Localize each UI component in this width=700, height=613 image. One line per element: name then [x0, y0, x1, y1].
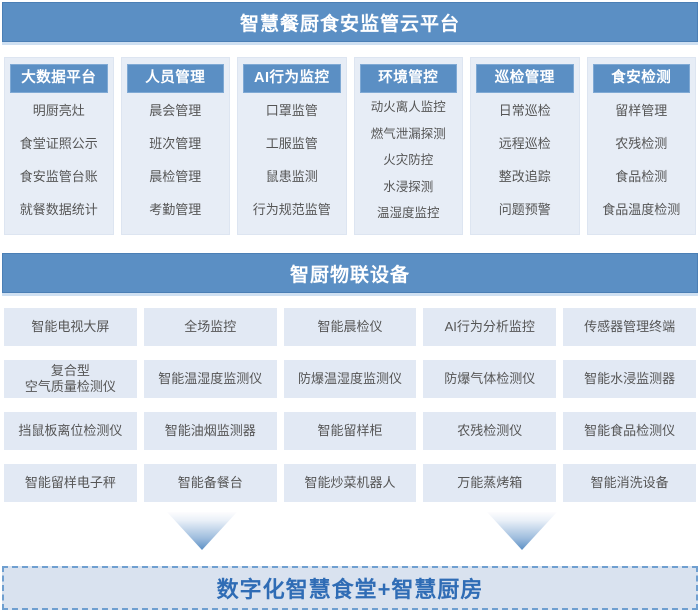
module-item[interactable]: 考勤管理 [149, 202, 202, 218]
module-item[interactable]: 农残检测 [615, 136, 668, 152]
module-item[interactable]: 火灾防控 [383, 153, 434, 168]
module-item[interactable]: 食堂证照公示 [19, 136, 98, 152]
module-panel-environment[interactable]: 环境管控 动火离人监控 燃气泄漏探测 火灾防控 水浸探测 温湿度监控 [353, 57, 463, 235]
module-item-list-big-data: 明厨亮灶 食堂证照公示 食安监管台账 就餐数据统计 [10, 93, 108, 227]
module-item-list-inspection: 日常巡检 远程巡检 整改追踪 问题预警 [476, 93, 574, 227]
device-cell[interactable]: 智能留样电子秤 [4, 464, 137, 502]
device-cell[interactable]: 挡鼠板离位检测仪 [4, 412, 137, 450]
module-item[interactable]: 就餐数据统计 [19, 202, 98, 218]
device-cell[interactable]: 防爆温湿度监测仪 [283, 360, 417, 398]
device-grid: 智能电视大屏 全场监控 智能晨检仪 AI行为分析监控 传感器管理终端 复合型 空… [4, 308, 696, 502]
result-banner: 数字化智慧食堂+智慧厨房 [2, 566, 698, 610]
module-item[interactable]: 工服监管 [265, 136, 318, 152]
module-panel-ai-behavior[interactable]: AI行为监控 口罩监管 工服监管 鼠患监测 行为规范监管 [237, 57, 347, 235]
module-item[interactable]: 温湿度监控 [376, 205, 440, 220]
down-arrow-icon [487, 512, 557, 550]
module-panel-big-data[interactable]: 大数据平台 明厨亮灶 食堂证照公示 食安监管台账 就餐数据统计 [4, 57, 114, 235]
module-header-ai-behavior[interactable]: AI行为监控 [243, 64, 341, 93]
module-item[interactable]: 留样管理 [615, 103, 668, 119]
module-item[interactable]: 问题预警 [498, 202, 551, 218]
module-item-list-environment: 动火离人监控 燃气泄漏探测 火灾防控 水浸探测 温湿度监控 [360, 93, 458, 227]
module-item[interactable]: 日常巡检 [498, 103, 551, 119]
module-item[interactable]: 班次管理 [149, 136, 202, 152]
platform-section-title: 智慧餐厨食安监管云平台 [239, 13, 460, 35]
module-header-big-data[interactable]: 大数据平台 [10, 64, 108, 93]
module-item[interactable]: 食安监管台账 [19, 169, 98, 185]
module-item[interactable]: 晨会管理 [149, 103, 202, 119]
device-cell[interactable]: 智能备餐台 [143, 464, 277, 502]
module-item[interactable]: 燃气泄漏探测 [370, 126, 446, 141]
module-item[interactable]: 动火离人监控 [370, 100, 446, 115]
device-cell[interactable]: 传感器管理终端 [563, 308, 696, 346]
device-cell[interactable]: 智能食品检测仪 [563, 412, 696, 450]
device-cell[interactable]: 智能温湿度监测仪 [143, 360, 277, 398]
module-header-inspection[interactable]: 巡检管理 [476, 64, 574, 93]
module-item[interactable]: 食品温度检测 [602, 202, 681, 218]
module-header-environment[interactable]: 环境管控 [359, 64, 457, 93]
module-header-food-safety[interactable]: 食安检测 [592, 64, 690, 93]
device-cell[interactable]: AI行为分析监控 [423, 308, 557, 346]
device-cell[interactable]: 智能电视大屏 [4, 308, 137, 346]
module-item[interactable]: 整改追踪 [498, 169, 551, 185]
device-header-underline [2, 293, 698, 296]
module-item[interactable]: 远程巡检 [498, 136, 551, 152]
device-section-header: 智厨物联设备 [2, 253, 698, 293]
module-panel-food-safety[interactable]: 食安检测 留样管理 农残检测 食品检测 食品温度检测 [586, 57, 696, 235]
platform-header-underline [2, 42, 698, 45]
device-cell[interactable]: 智能晨检仪 [283, 308, 417, 346]
module-item[interactable]: 口罩监管 [265, 103, 318, 119]
device-cell[interactable]: 智能消洗设备 [563, 464, 696, 502]
module-item[interactable]: 明厨亮灶 [32, 103, 85, 119]
module-item[interactable]: 食品检测 [615, 169, 668, 185]
module-item-list-ai-behavior: 口罩监管 工服监管 鼠患监测 行为规范监管 [243, 93, 341, 227]
result-banner-text: 数字化智慧食堂+智慧厨房 [216, 577, 484, 602]
module-panel-inspection[interactable]: 巡检管理 日常巡检 远程巡检 整改追踪 问题预警 [470, 57, 580, 235]
device-cell[interactable]: 智能水浸监测器 [563, 360, 696, 398]
module-header-personnel[interactable]: 人员管理 [126, 64, 224, 93]
device-cell[interactable]: 智能留样柜 [283, 412, 417, 450]
device-cell[interactable]: 全场监控 [143, 308, 277, 346]
module-panel-personnel[interactable]: 人员管理 晨会管理 班次管理 晨检管理 考勤管理 [120, 57, 230, 235]
module-item[interactable]: 鼠患监测 [265, 169, 318, 185]
device-cell[interactable]: 复合型 空气质量检测仪 [4, 360, 137, 398]
device-cell[interactable]: 智能油烟监测器 [143, 412, 277, 450]
module-columns: 大数据平台 明厨亮灶 食堂证照公示 食安监管台账 就餐数据统计 人员管理 晨会管… [4, 57, 696, 235]
module-item-list-food-safety: 留样管理 农残检测 食品检测 食品温度检测 [593, 93, 691, 227]
device-cell[interactable]: 农残检测仪 [423, 412, 557, 450]
device-cell[interactable]: 智能炒菜机器人 [283, 464, 417, 502]
module-item-list-personnel: 晨会管理 班次管理 晨检管理 考勤管理 [127, 93, 225, 227]
module-item[interactable]: 晨检管理 [149, 169, 202, 185]
down-arrow-icon [167, 512, 237, 550]
device-section-title: 智厨物联设备 [289, 264, 410, 286]
device-cell[interactable]: 万能蒸烤箱 [423, 464, 557, 502]
module-item[interactable]: 水浸探测 [383, 179, 434, 194]
platform-section-header: 智慧餐厨食安监管云平台 [2, 2, 698, 42]
module-item[interactable]: 行为规范监管 [252, 202, 331, 218]
device-cell[interactable]: 防爆气体检测仪 [423, 360, 557, 398]
